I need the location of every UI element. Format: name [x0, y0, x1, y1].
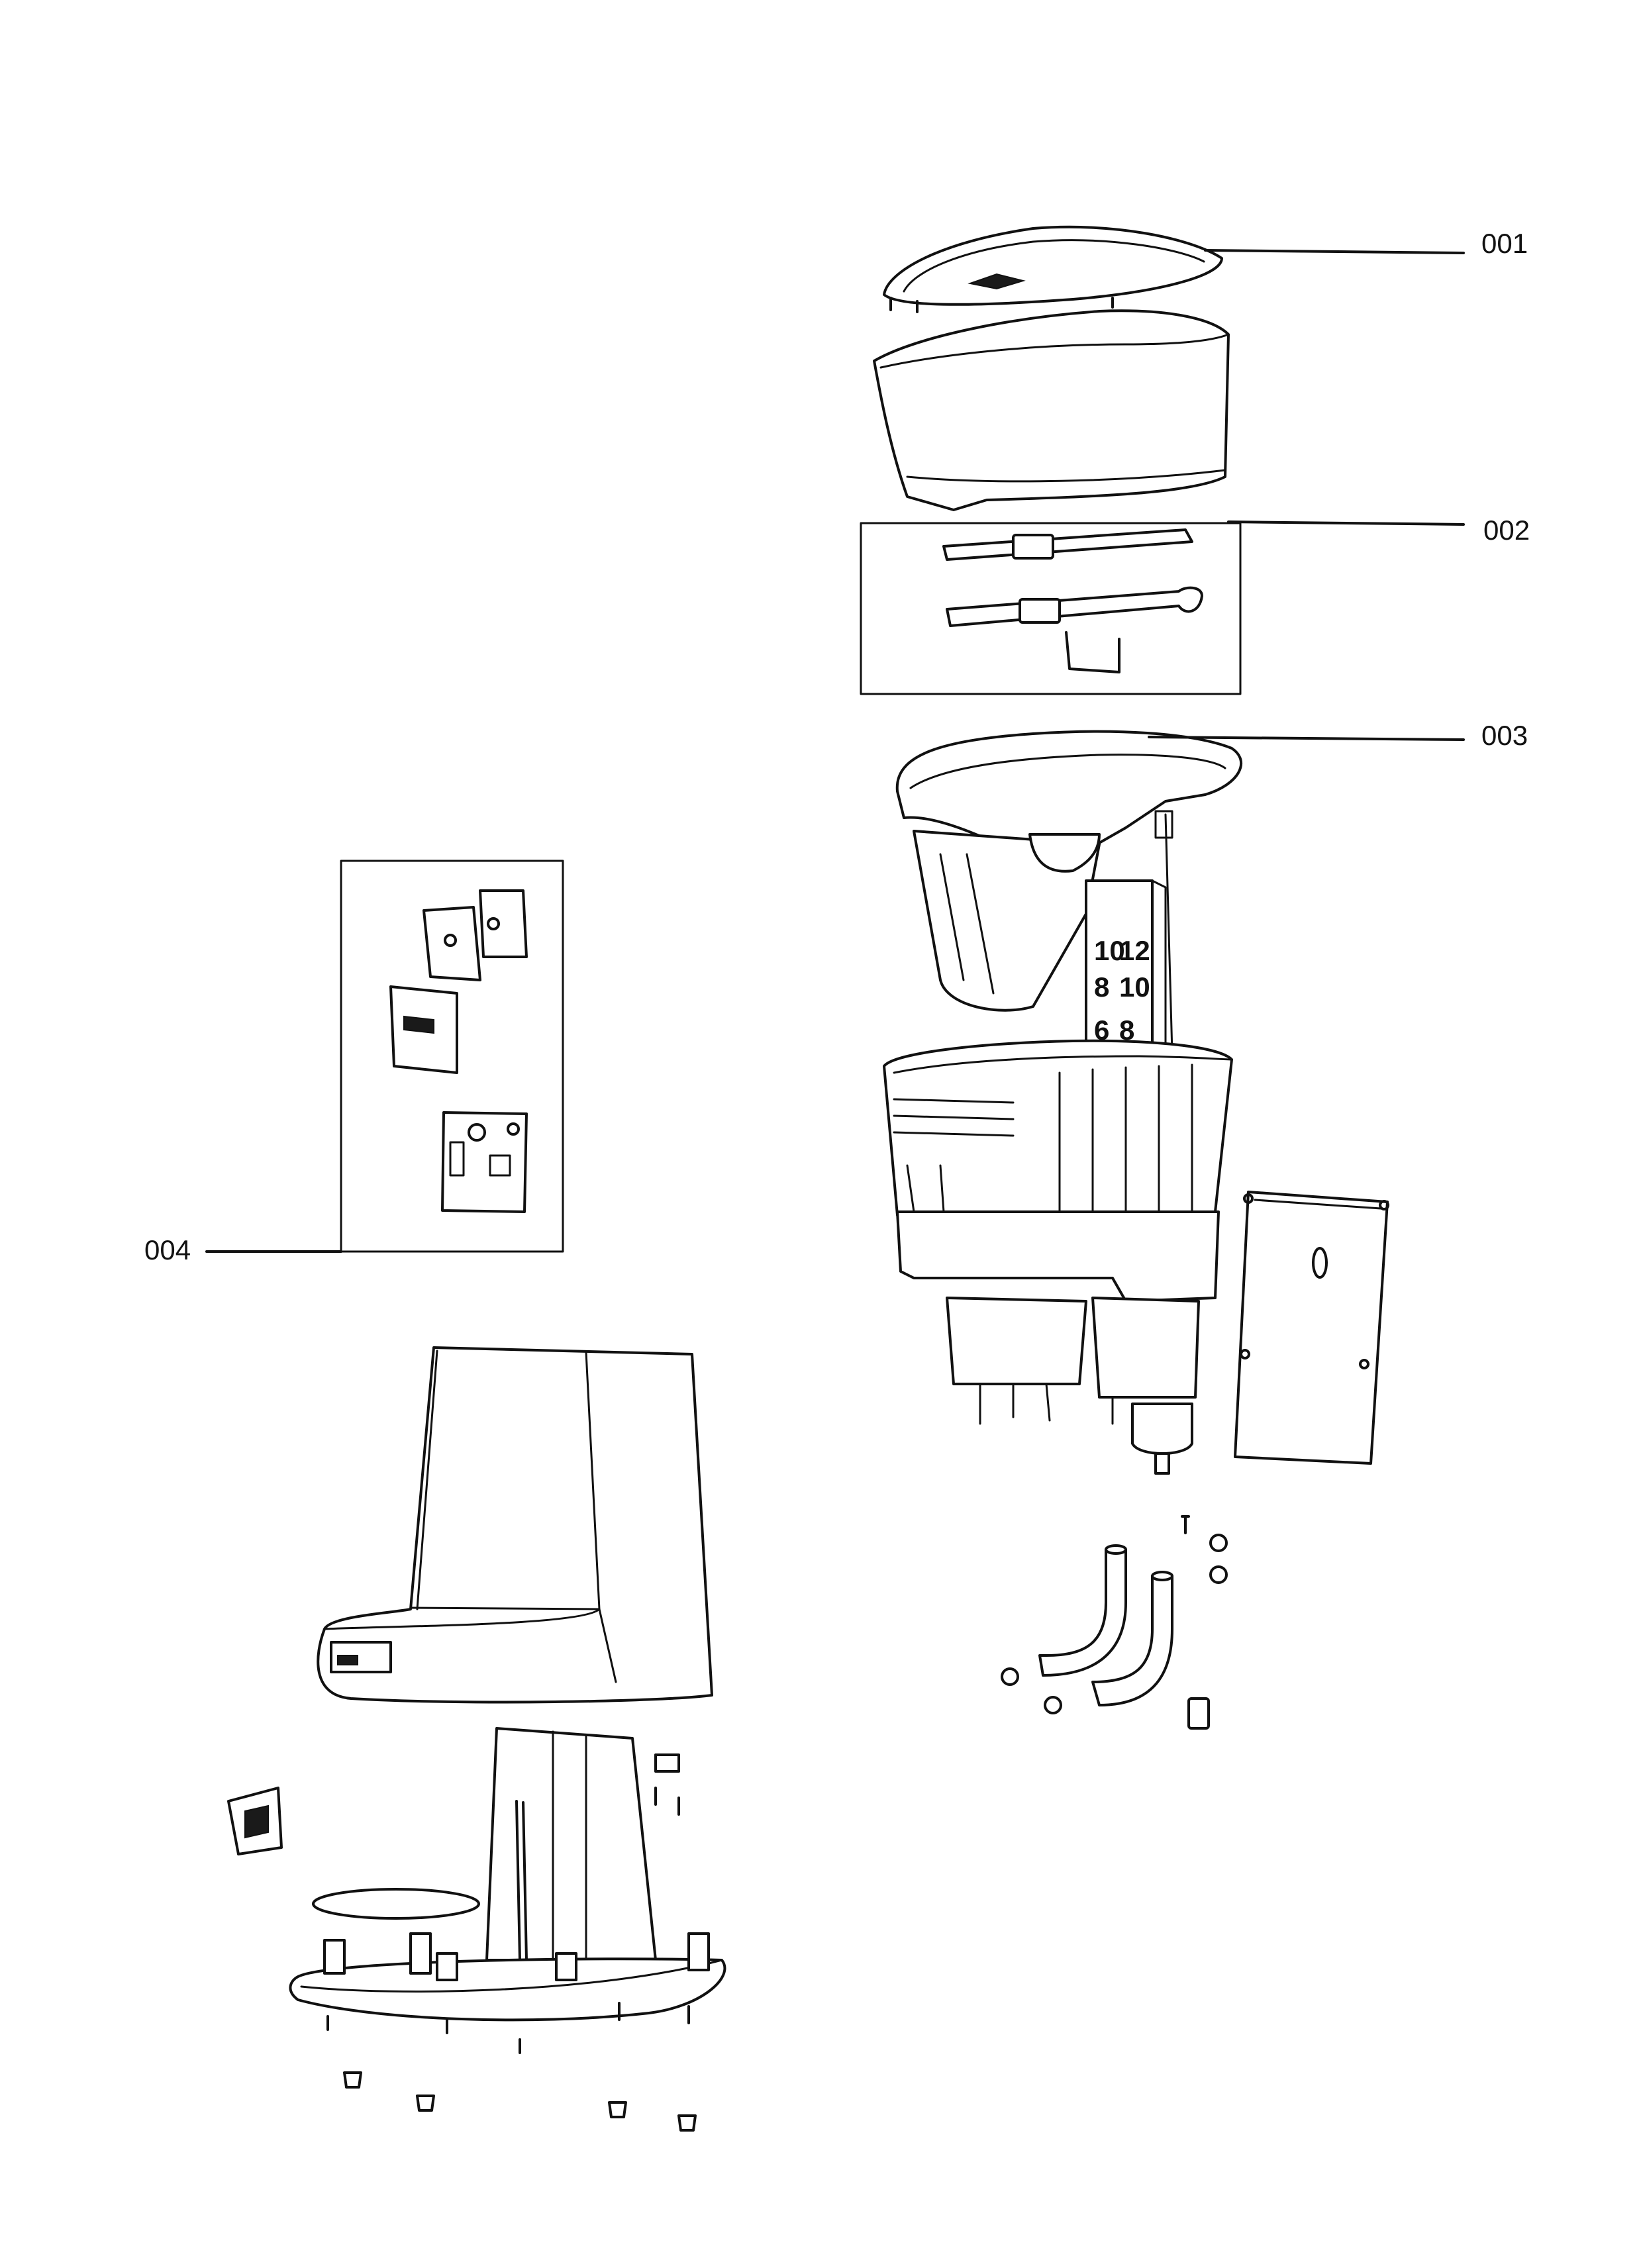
side-panel — [1234, 1191, 1389, 1465]
level-mark-6: 6 — [1094, 1014, 1109, 1046]
callout-003: 003 — [1481, 720, 1528, 751]
level-mark-8: 8 — [1094, 971, 1109, 1003]
part-004-box — [340, 860, 564, 1253]
level-mark-10: 10 — [1094, 935, 1125, 966]
leader-003 — [1148, 736, 1465, 741]
leader-002 — [1227, 520, 1465, 526]
leader-001 — [1204, 249, 1465, 254]
level-mark-10b: 10 — [1119, 971, 1150, 1003]
level-mark-8b: 8 — [1119, 1014, 1134, 1046]
level-mark-12: 12 — [1119, 935, 1150, 966]
callout-002: 002 — [1483, 515, 1530, 546]
base-assembly — [227, 1727, 726, 2132]
part-001-lid-and-tank — [873, 225, 1230, 511]
outer-shell — [317, 1346, 713, 1704]
part-002-slider-set — [860, 522, 1242, 695]
hoses-and-clamps — [1001, 1515, 1228, 1730]
part-004-electronics — [340, 860, 564, 1253]
part-003-main-housing: 10 12 8 10 6 8 — [883, 730, 1389, 1475]
callouts: 001 002 003 004 — [144, 228, 1530, 1265]
callout-001: 001 — [1481, 228, 1528, 259]
part-002-box — [860, 522, 1242, 695]
callout-004: 004 — [144, 1234, 191, 1265]
